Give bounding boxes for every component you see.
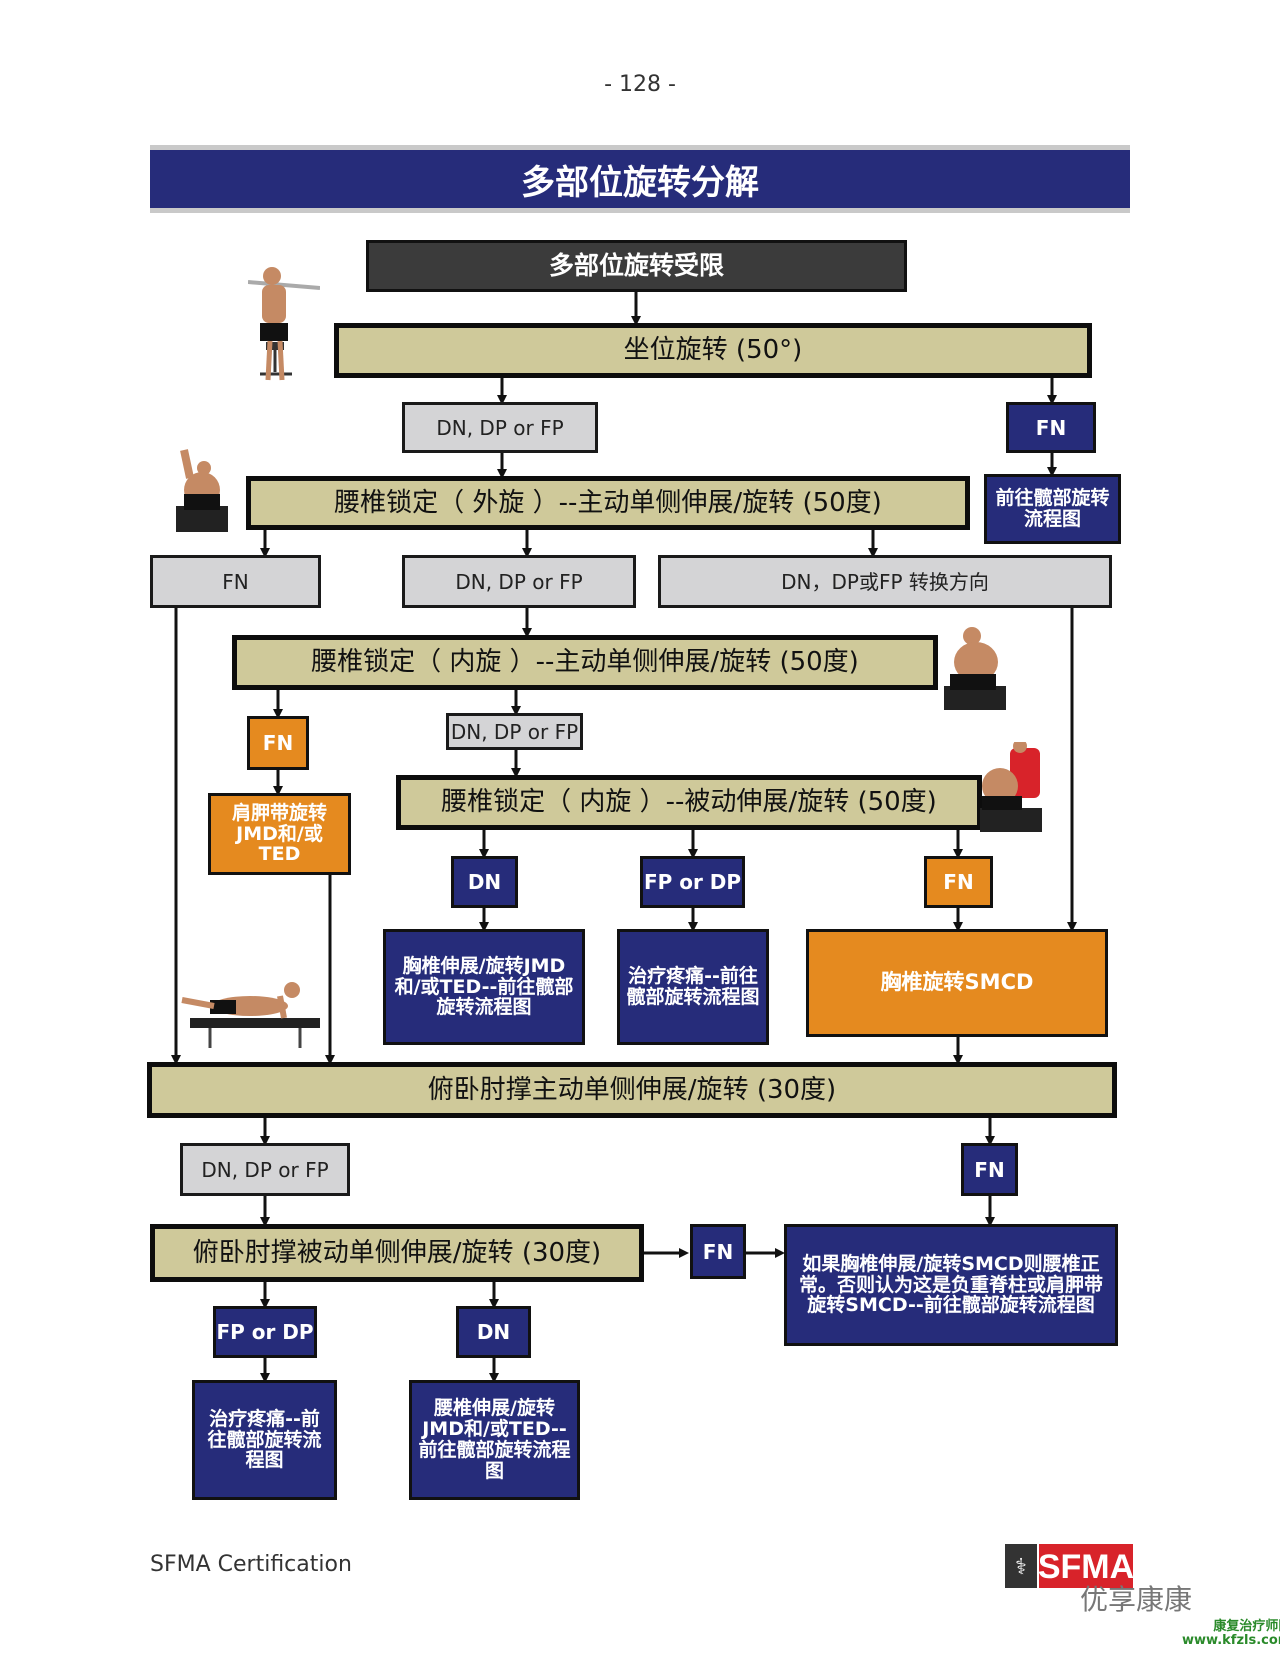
- dn-dp-fp-node-2: DN, DP or FP: [402, 555, 636, 608]
- lumbar-locked-ir-passive-node: 腰椎锁定（ 内旋 ）--被动伸展/旋转 (50度): [396, 775, 982, 830]
- prone-active-rotation-node: 俯卧肘撑主动单侧伸展/旋转 (30度): [147, 1062, 1117, 1118]
- lumbar-locked-er-active-node: 腰椎锁定（ 外旋 ）--主动单侧伸展/旋转 (50度): [246, 476, 970, 530]
- watermark-text: 优享康康: [1080, 1583, 1193, 1616]
- footer-text: SFMA Certification: [150, 1552, 352, 1577]
- page-title: 多部位旋转分解: [150, 145, 1130, 213]
- seated-rotation-node: 坐位旋转 (50°): [334, 323, 1092, 378]
- dn-node-2: DN: [456, 1306, 531, 1358]
- change-direction-node: DN，DP或FP 转换方向: [658, 555, 1112, 608]
- shoulder-girdle-rotation-node: 肩胛带旋转JMD和/或TED: [208, 793, 351, 875]
- fp-dp-node-2: FP or DP: [213, 1306, 317, 1358]
- watermark-url: www.kfzls.com: [1182, 1632, 1280, 1648]
- fn-node-5: FN: [961, 1143, 1018, 1196]
- dn-dp-fp-node-1: DN, DP or FP: [402, 402, 598, 453]
- thoracic-smcd-node: 胸椎旋转SMCD: [806, 929, 1108, 1037]
- lumbar-locked-ir-photo: [944, 627, 1006, 710]
- lumbar-jmd-ted-node: 腰椎伸展/旋转JMD和/或TED--前往髋部旋转流程图: [409, 1380, 580, 1500]
- seated-rotation-photo: [248, 267, 320, 381]
- dn-dp-fp-node-4: DN, DP or FP: [180, 1143, 350, 1196]
- lumbar-locked-ir-active-node: 腰椎锁定（ 内旋 ）--主动单侧伸展/旋转 (50度): [232, 635, 938, 690]
- hip-rotation-flow-node-1: 前往髋部旋转流程图: [984, 474, 1121, 544]
- final-note-node: 如果胸椎伸展/旋转SMCD则腰椎正常。否则认为这是负重脊柱或肩胛带旋转SMCD-…: [784, 1224, 1118, 1346]
- svg-text:⚕: ⚕: [1015, 1555, 1027, 1580]
- prone-passive-rotation-node: 俯卧肘撑被动单侧伸展/旋转 (30度): [150, 1224, 644, 1282]
- fp-dp-node-1: FP or DP: [640, 856, 745, 908]
- watermark-site: 康复治疗师网 www.kfzls.com: [1182, 1620, 1280, 1647]
- page-number: - 128 -: [604, 72, 676, 97]
- treat-pain-node-1: 治疗疼痛--前往髋部旋转流程图: [617, 929, 769, 1045]
- fn-node-3: FN: [247, 716, 309, 770]
- lumbar-locked-er-photo: [176, 449, 228, 532]
- fn-node-1: FN: [1006, 402, 1096, 453]
- svg-text:SFMA: SFMA: [1038, 1548, 1133, 1586]
- dn-dp-fp-node-3: DN, DP or FP: [446, 713, 583, 750]
- treat-pain-node-2: 治疗疼痛--前往髋部旋转流程图: [192, 1380, 337, 1500]
- sfma-logo: ⚕ SFMA: [1005, 1544, 1133, 1588]
- lumbar-passive-photo: [980, 742, 1042, 832]
- thoracic-jmd-ted-node: 胸椎伸展/旋转JMD和/或TED--前往髋部旋转流程图: [383, 929, 585, 1045]
- prone-on-elbows-photo: [181, 982, 320, 1048]
- fn-node-6: FN: [690, 1224, 746, 1279]
- fn-node-4: FN: [924, 856, 993, 908]
- watermark-site-name: 康复治疗师网: [1213, 1619, 1280, 1634]
- start-node: 多部位旋转受限: [366, 240, 907, 292]
- dn-node-1: DN: [451, 856, 518, 908]
- fn-node-2: FN: [150, 555, 321, 608]
